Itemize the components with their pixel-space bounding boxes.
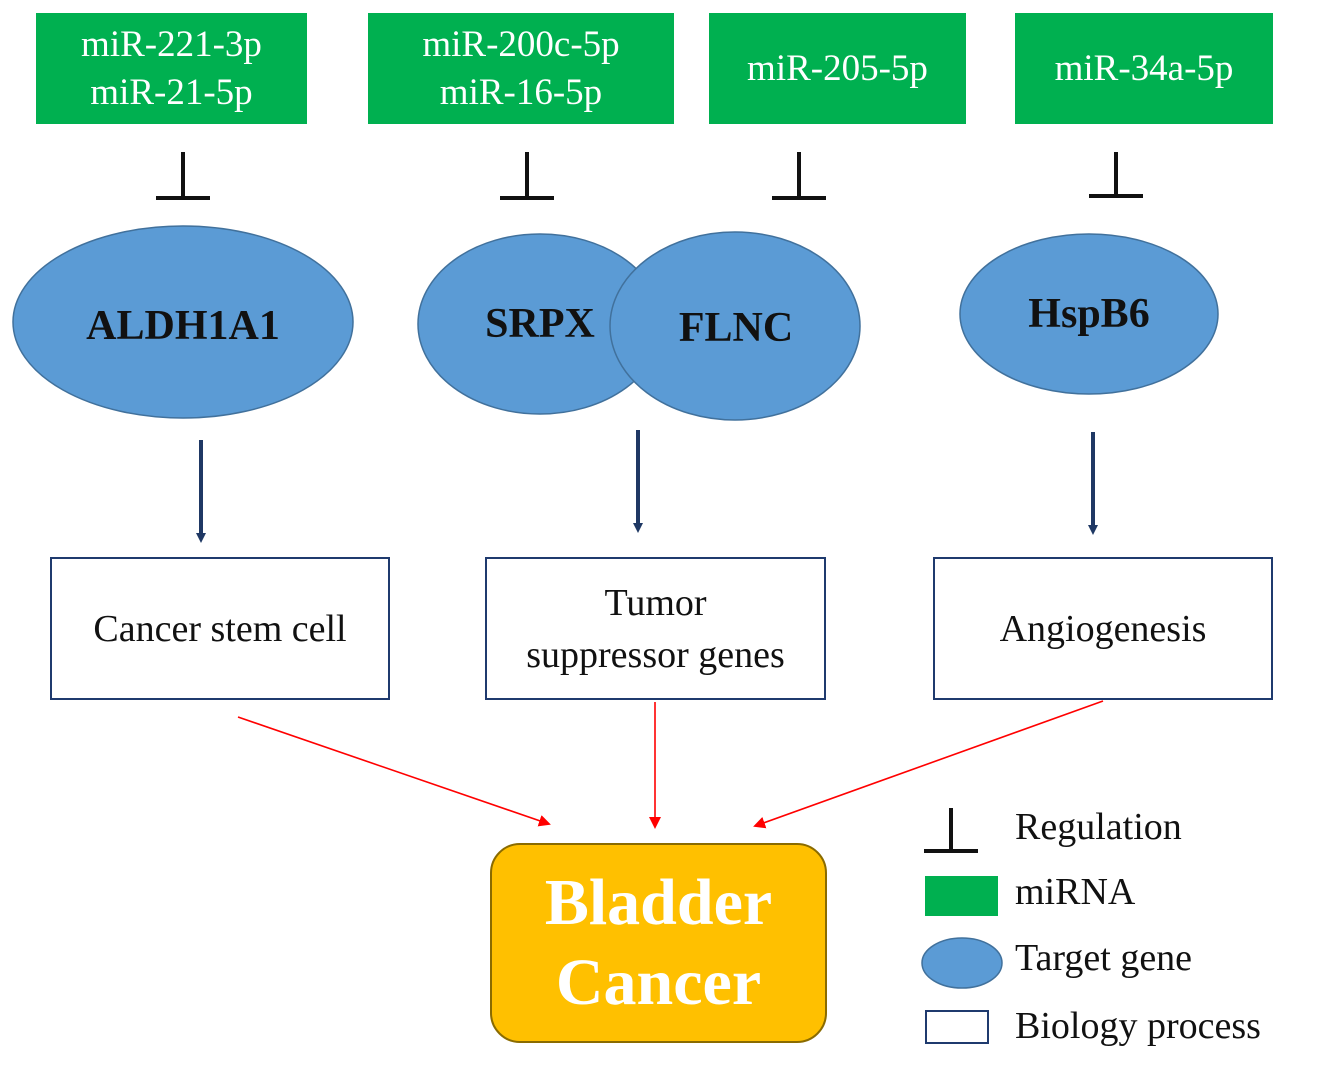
gene-label-hspb6: HspB6 [1028, 291, 1150, 337]
inhibition-symbol-1 [156, 152, 210, 200]
inhibition-symbol-3 [772, 152, 826, 200]
mirna-label: miR-205-5p [747, 47, 928, 89]
gene-label-flnc: FLNC [678, 305, 794, 351]
inhibition-symbol-4 [1089, 152, 1143, 198]
inhibition-symbol-2 [500, 152, 554, 200]
gene-ellipse-aldh1a1 [12, 225, 354, 419]
effect-arrow-1 [237, 716, 551, 827]
legend-target-gene-label: Target gene [1015, 937, 1193, 979]
mirna-box-4: miR-34a-5p [1015, 13, 1273, 124]
gene-ellipse-hspb6 [959, 233, 1219, 395]
process-label: suppressor genes [526, 633, 785, 676]
process-label: Tumor [604, 581, 707, 624]
mirna-label: miR-34a-5p [1054, 47, 1234, 89]
gene-ellipse-flnc [609, 231, 861, 421]
process-label: Angiogenesis [999, 607, 1207, 650]
gene-label-srpx: SRPX [485, 301, 595, 347]
mirna-label: miR-16-5p [439, 71, 603, 113]
legend-mirna-label: miRNA [1015, 871, 1136, 913]
legend-regulation-label: Regulation [1015, 806, 1182, 848]
mirna-label: miR-21-5p [90, 71, 253, 113]
process-box-tumor-suppressor-genes: Tumor suppressor genes [485, 557, 826, 700]
legend-regulation-symbol [924, 808, 978, 853]
mirna-label: miR-221-3p [81, 23, 262, 65]
gene-label-aldh1a1: ALDH1A1 [86, 303, 280, 349]
outcome-box-bladder-cancer: Bladder Cancer [490, 843, 827, 1043]
legend-target-gene-symbol [921, 937, 1003, 989]
mirna-box-2: miR-200c-5p miR-16-5p [368, 13, 674, 124]
legend-biology-process-swatch [925, 1010, 989, 1044]
mirna-box-1: miR-221-3p miR-21-5p [36, 13, 307, 124]
legend-biology-process-label: Biology process [1015, 1005, 1261, 1047]
process-box-angiogenesis: Angiogenesis [933, 557, 1273, 700]
outcome-label: Bladder [544, 866, 773, 939]
effect-arrow-3 [753, 700, 1104, 829]
outcome-label: Cancer [555, 946, 762, 1019]
mirna-box-3: miR-205-5p [709, 13, 966, 124]
legend-mirna-swatch [925, 876, 998, 916]
process-label: Cancer stem cell [93, 607, 347, 650]
process-box-cancer-stem-cell: Cancer stem cell [50, 557, 390, 700]
mirna-label: miR-200c-5p [422, 23, 620, 65]
